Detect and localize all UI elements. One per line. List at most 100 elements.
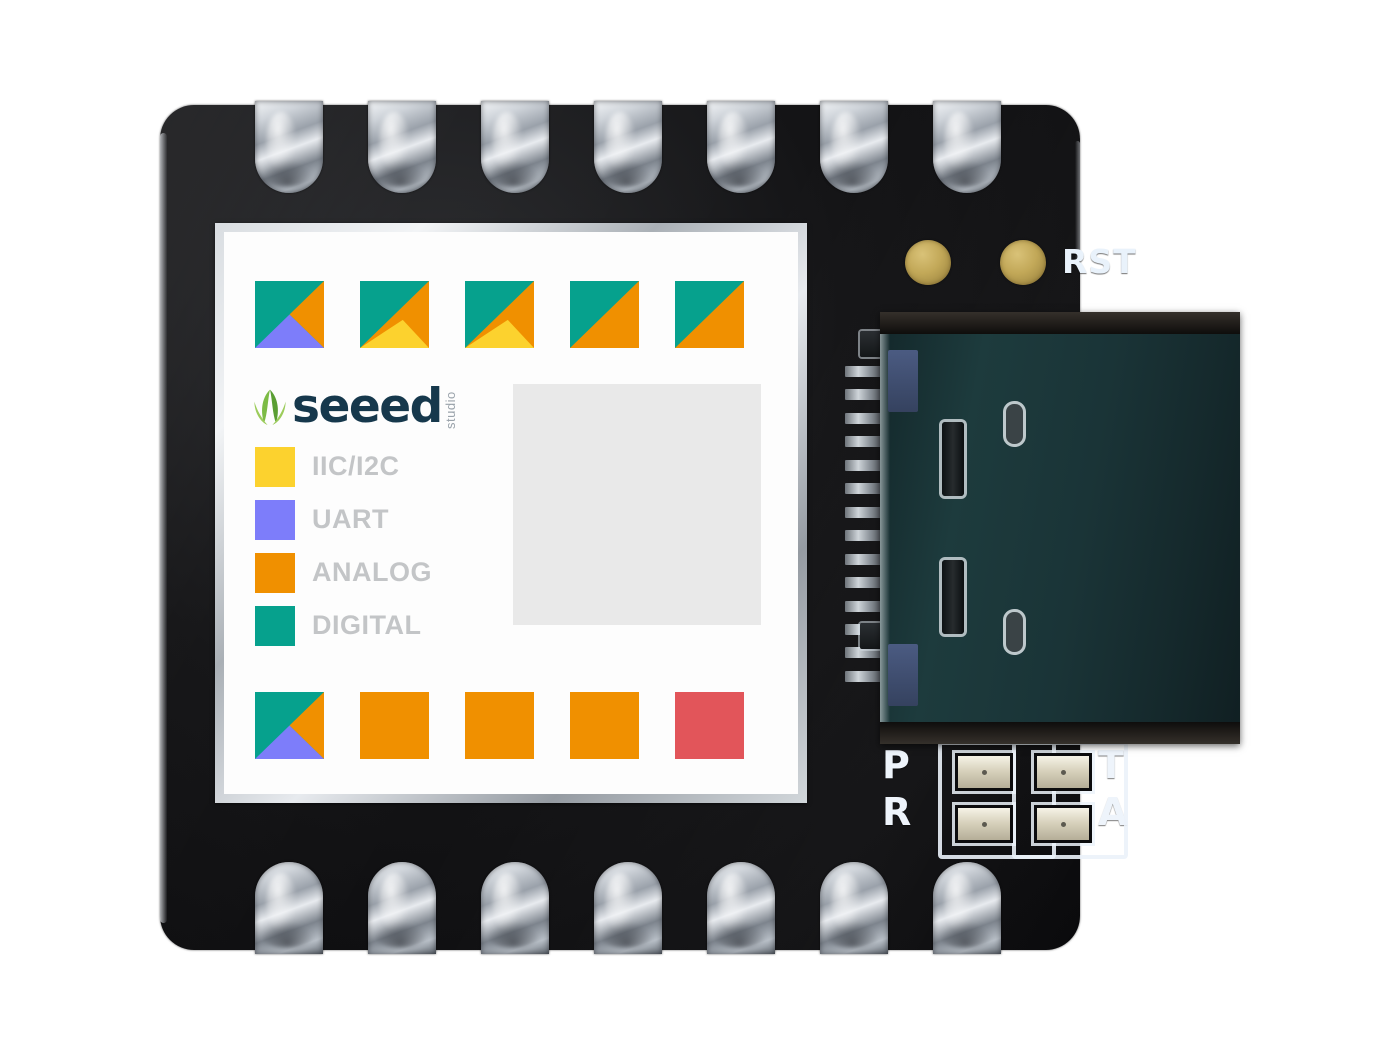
legend-swatch-i2c [255, 446, 295, 487]
pin-shadow [260, 920, 315, 949]
seeed-leaf-icon [254, 389, 286, 425]
legend-label-analog: ANALOG [312, 557, 432, 587]
pin-gloss [378, 873, 409, 931]
pin-shadow [486, 159, 541, 188]
usb-pin [845, 436, 883, 448]
castellated-pin-bottom-6[interactable] [820, 862, 888, 954]
pin-gloss [491, 873, 522, 931]
reset-pad-2[interactable] [1000, 240, 1046, 285]
led-dot [982, 770, 987, 776]
usb-shell-dimple-top [1006, 404, 1023, 444]
usb-pin [845, 459, 883, 471]
bottom-pin-1-color-code [255, 692, 324, 759]
pin-gloss [943, 873, 974, 931]
bottom-pin-5-color-code [675, 692, 744, 759]
pin-gloss [604, 873, 635, 931]
legend-swatch-digital [255, 605, 295, 646]
top-pin-2-color-code [360, 281, 429, 348]
legend-swatch-analog [255, 552, 295, 593]
pin-shadow [825, 159, 880, 188]
label-gray-block [513, 384, 761, 625]
usb-c-connector[interactable] [880, 312, 1240, 744]
pin-shadow [712, 920, 767, 949]
led-dot [982, 822, 987, 828]
pin-type-legend: IIC/I2C UART ANALOG DIGITAL [255, 440, 432, 652]
legend-label-uart: UART [312, 504, 389, 534]
pin-shadow [260, 159, 315, 188]
reset-pad-1[interactable] [905, 240, 951, 285]
pin-gloss [265, 112, 296, 170]
castellated-pin-bottom-4[interactable] [594, 862, 662, 954]
usb-shell-top-lip [880, 312, 1240, 334]
indicator-led-4 [1034, 805, 1092, 843]
castellated-pin-top-4[interactable] [594, 101, 662, 193]
castellated-pin-top-5[interactable] [707, 101, 775, 193]
indicator-led-1 [955, 753, 1013, 791]
top-pin-4-color-code [570, 281, 639, 348]
seeed-wordmark: seeed [292, 379, 443, 434]
castellated-pin-top-3[interactable] [481, 101, 549, 193]
pin-shadow [712, 159, 767, 188]
pin-shadow [599, 920, 654, 949]
top-pin-5-color-code [675, 281, 744, 348]
legend-row-digital: DIGITAL [255, 599, 432, 652]
usb-pin [845, 600, 883, 612]
pin-gloss [717, 873, 748, 931]
castellated-pin-top-7[interactable] [933, 101, 1001, 193]
seeed-logo: seeed studio [252, 379, 458, 434]
usb-shell-latch-slot-top [942, 422, 964, 496]
pin-shadow [825, 920, 880, 949]
pin-shadow [373, 159, 428, 188]
legend-swatch-uart [255, 499, 295, 540]
shield-can: seeed studio IIC/I2C UART ANALOG [215, 223, 807, 803]
usb-c-pin-row [845, 366, 883, 682]
usb-pin [845, 506, 883, 518]
pin-gloss [604, 112, 635, 170]
pcb-right-edge [1075, 141, 1080, 261]
pin-gloss [378, 112, 409, 170]
pin-gloss [717, 112, 748, 170]
pin-gloss [943, 112, 974, 170]
castellated-pin-bottom-3[interactable] [481, 862, 549, 954]
legend-row-i2c: IIC/I2C [255, 440, 432, 493]
pin-gloss [265, 873, 296, 931]
castellated-pin-bottom-1[interactable] [255, 862, 323, 954]
usb-pin [845, 530, 883, 542]
pin-gloss [830, 112, 861, 170]
usb-pin [845, 670, 883, 682]
rst-silkscreen-label: RST [1062, 242, 1137, 281]
castellated-pin-bottom-7[interactable] [933, 862, 1001, 954]
usb-pin [845, 553, 883, 565]
castellated-pin-top-6[interactable] [820, 101, 888, 193]
castellated-pin-top-2[interactable] [368, 101, 436, 193]
led-dot [1061, 770, 1066, 776]
usb-pin [845, 412, 883, 424]
usb-shell-latch-slot-bottom [942, 560, 964, 634]
indicator-led-2 [955, 805, 1013, 843]
top-pin-1-color-code [255, 281, 324, 348]
castellated-pin-bottom-2[interactable] [368, 862, 436, 954]
led-dot [1061, 822, 1066, 828]
castellated-pin-top-1[interactable] [255, 101, 323, 193]
bottom-pin-3-color-code [465, 692, 534, 759]
legend-row-analog: ANALOG [255, 546, 432, 599]
usb-pin [845, 389, 883, 401]
seeed-studio-subtext: studio [442, 391, 458, 429]
pin-gloss [830, 873, 861, 931]
pin-shadow [373, 920, 428, 949]
legend-row-uart: UART [255, 493, 432, 546]
shield-label-surface: seeed studio IIC/I2C UART ANALOG [224, 232, 798, 794]
castellated-pin-bottom-5[interactable] [707, 862, 775, 954]
usb-pin [845, 366, 883, 377]
usb-shell-dimple-bottom [1006, 612, 1023, 652]
pin-shadow [938, 159, 993, 188]
silkscreen-mark-a: A [1098, 790, 1128, 834]
usb-pin [845, 647, 883, 659]
usb-shell-bottom-lip [880, 722, 1240, 744]
usb-shell-highlight [880, 334, 890, 722]
pin-gloss [491, 112, 522, 170]
bottom-pin-2-color-code [360, 692, 429, 759]
usb-shell-tab-bottom [888, 644, 918, 706]
legend-label-i2c: IIC/I2C [312, 451, 400, 481]
